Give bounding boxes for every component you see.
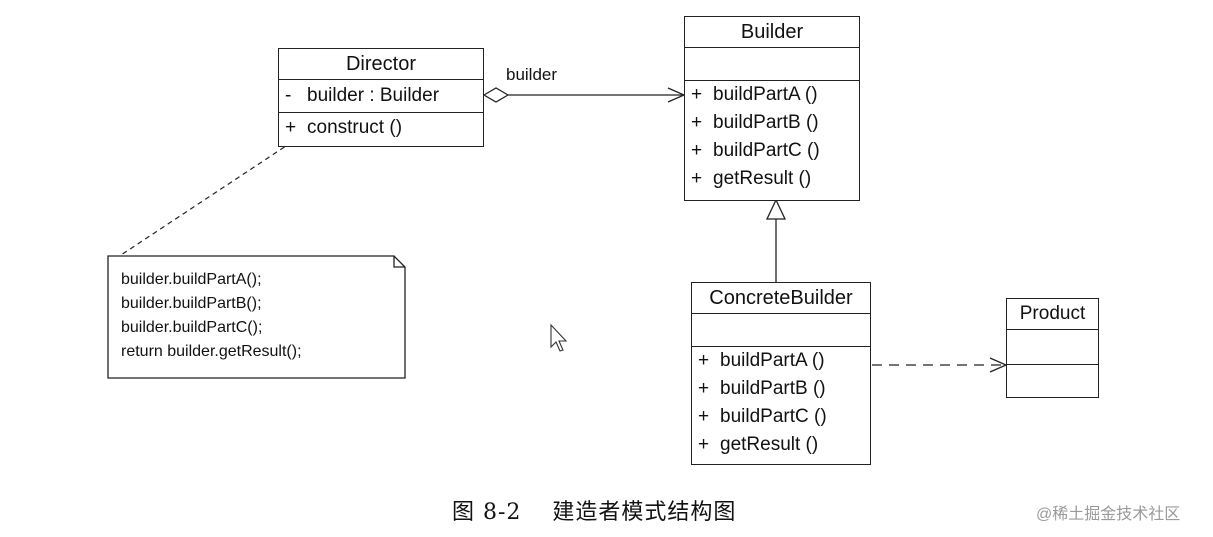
note-shape — [107, 255, 406, 379]
builder-operation: buildPartC () — [713, 140, 820, 161]
builder-operation-row: + getResult () — [685, 165, 859, 193]
visibility-public: + — [691, 168, 703, 189]
product-class[interactable]: Product — [1006, 298, 1099, 398]
builder-class[interactable]: Builder + buildPartA () + buildPartB () + b… — [684, 16, 860, 201]
concrete-builder-operation-row: + buildPartB () — [692, 375, 870, 403]
concrete-builder-operation: getResult () — [720, 434, 819, 455]
concrete-builder-operations: + buildPartA () + buildPartB () + buildPart… — [692, 347, 870, 459]
builder-operation-row: + buildPartC () — [685, 137, 859, 165]
director-attribute: builder : Builder — [307, 85, 440, 106]
concrete-builder-class[interactable]: ConcreteBuilder + buildPartA () + buildPar… — [691, 282, 871, 465]
builder-operation-row: + buildPartA () — [685, 81, 859, 109]
visibility-public: + — [691, 112, 703, 133]
association-label: builder — [506, 65, 558, 84]
builder-operation: buildPartB () — [713, 112, 819, 133]
product-class-name: Product — [1007, 299, 1098, 330]
note-line: builder.buildPartA(); — [121, 271, 262, 288]
figure-caption: 图 8-2 建造者模式结构图 — [452, 500, 737, 525]
concrete-builder-operation-row: + getResult () — [692, 431, 870, 459]
dependency-connector — [872, 357, 1008, 373]
builder-operation-row: + buildPartB () — [685, 109, 859, 137]
concrete-builder-operation: buildPartA () — [720, 350, 825, 371]
concrete-builder-operation: buildPartB () — [720, 378, 826, 399]
director-attributes: -builder : Builder — [279, 80, 483, 113]
builder-class-name: Builder — [685, 17, 859, 48]
director-operation-row: + construct () — [279, 114, 483, 142]
visibility-public: + — [698, 378, 710, 399]
concrete-builder-operation-row: + buildPartA () — [692, 347, 870, 375]
mouse-cursor-icon — [550, 323, 568, 352]
note-fold — [393, 256, 405, 268]
director-class[interactable]: Director -builder : Builder + construct (… — [278, 48, 484, 147]
note-line: return builder.getResult(); — [121, 343, 302, 360]
aggregation-diamond — [482, 87, 510, 103]
builder-operation: buildPartA () — [713, 84, 818, 105]
concrete-builder-class-name: ConcreteBuilder — [692, 283, 870, 314]
director-attribute-row: -builder : Builder — [279, 82, 483, 110]
builder-operation: getResult () — [713, 168, 812, 189]
note-line: builder.buildPartC(); — [121, 319, 263, 336]
product-attributes — [1007, 330, 1098, 365]
visibility-public: + — [285, 117, 297, 138]
note-line: builder.buildPartB(); — [121, 295, 262, 312]
note-anchor-line — [117, 141, 293, 258]
visibility-private: - — [285, 85, 292, 106]
visibility-public: + — [698, 434, 710, 455]
concrete-builder-operation: buildPartC () — [720, 406, 827, 427]
builder-attributes — [685, 48, 859, 81]
director-operations: + construct () — [279, 113, 483, 142]
concrete-builder-operation-row: + buildPartC () — [692, 403, 870, 431]
director-class-name: Director — [279, 49, 483, 80]
visibility-public: + — [698, 406, 710, 427]
builder-operations: + buildPartA () + buildPartB () + buildPart… — [685, 81, 859, 193]
visibility-public: + — [691, 84, 703, 105]
visibility-public: + — [691, 140, 703, 161]
aggregation-connector — [482, 87, 686, 103]
visibility-public: + — [698, 350, 710, 371]
concrete-builder-attributes — [692, 314, 870, 347]
director-operation: construct () — [307, 117, 403, 138]
watermark: @稀土掘金技术社区 — [1036, 506, 1181, 523]
generalization-triangle — [765, 198, 787, 220]
generalization-connector — [765, 198, 787, 282]
